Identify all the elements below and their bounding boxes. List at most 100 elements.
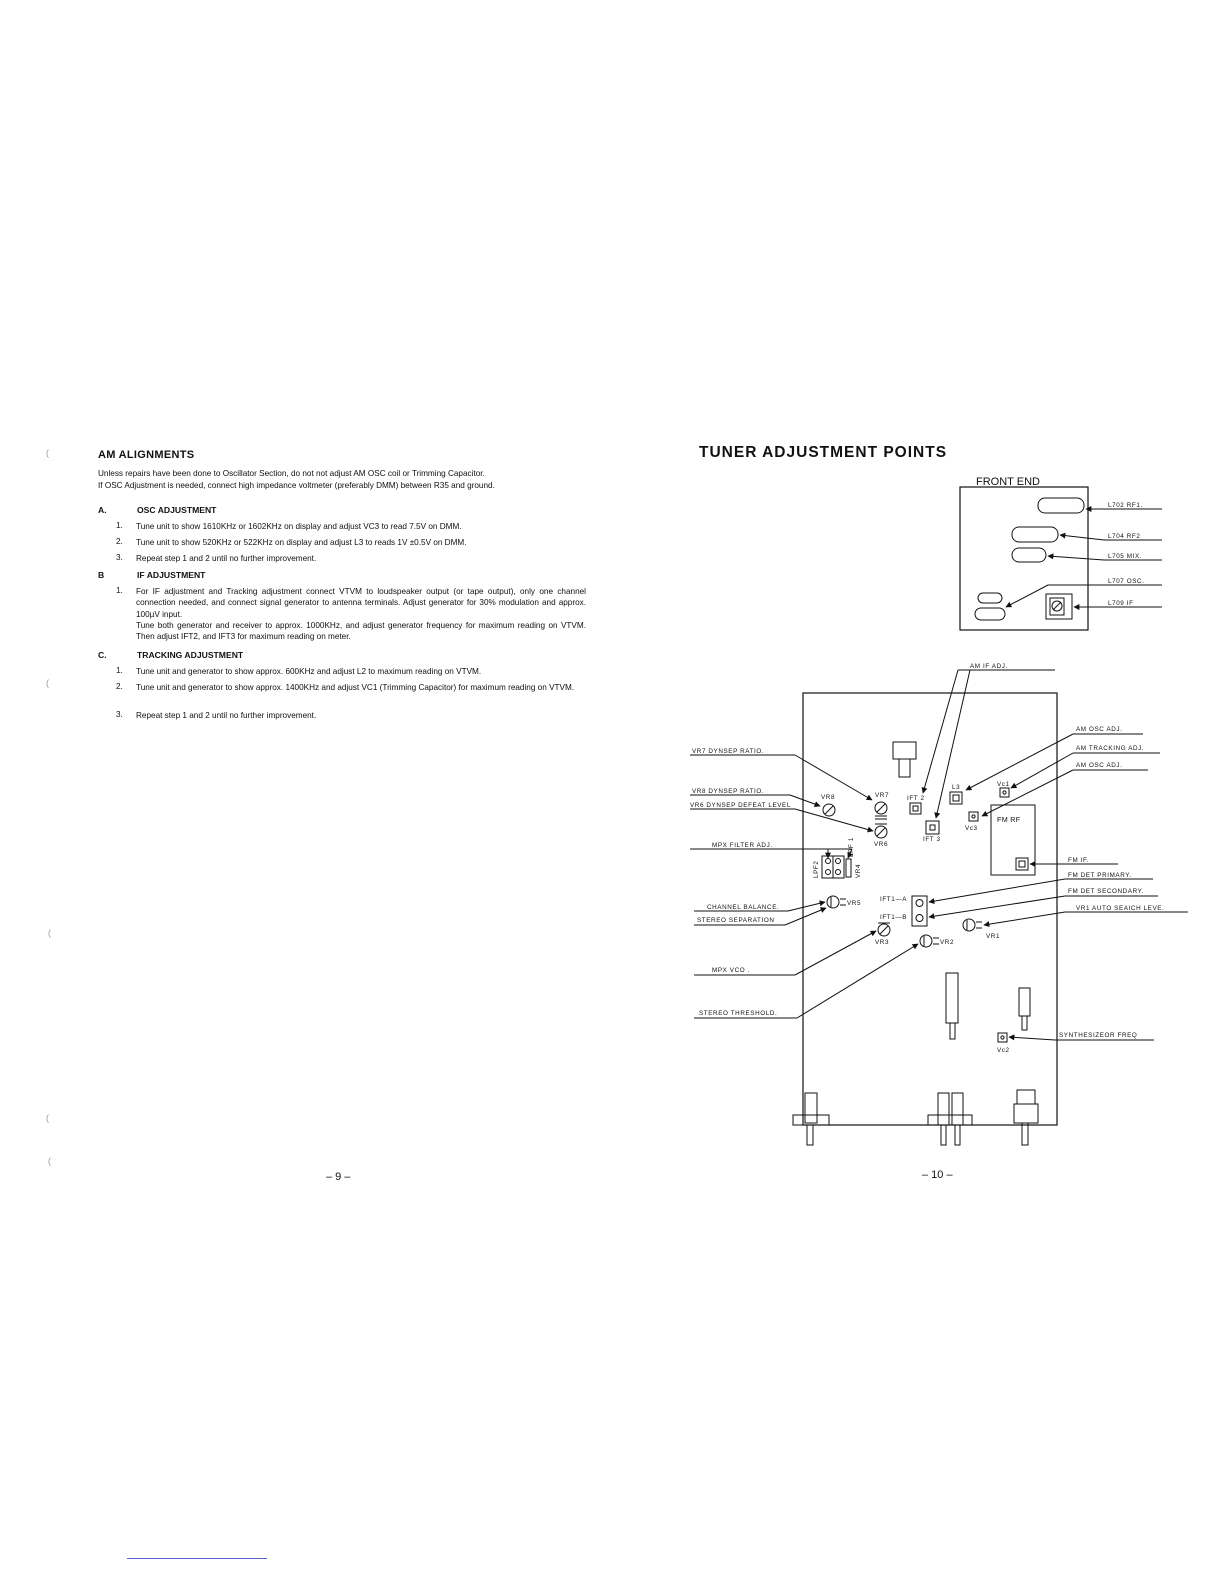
coil-l704 xyxy=(1011,526,1059,543)
step-number: 1. xyxy=(116,666,123,675)
comp-vr8: VR8 xyxy=(821,794,835,801)
label-am-if-adj: AM IF ADJ. xyxy=(970,663,1008,670)
coil-l702 xyxy=(1037,497,1085,514)
scan-artifact-line xyxy=(127,1558,267,1559)
front-end-title: FRONT END xyxy=(976,476,1040,488)
pcb-component xyxy=(1018,987,1031,1017)
comp-ift3: IFT 3 xyxy=(923,836,941,843)
step-text: Repeat step 1 and 2 until no further imp… xyxy=(136,711,317,720)
coil-l709-outer xyxy=(1045,593,1073,620)
comp-vr6: VR6 xyxy=(874,841,888,848)
coil-l705 xyxy=(1011,547,1047,563)
comp-vc3: Vc3 xyxy=(965,825,978,832)
label-vr8-dynsep: VR8 DYNSEP RATIO. xyxy=(692,788,764,795)
comp-ift2: IFT 2 xyxy=(907,795,925,802)
comp-lpf2: LPF2 xyxy=(813,861,820,878)
step-text: Tune unit to show 1610KHz or 1602KHz on … xyxy=(136,522,462,531)
step-text: Tune unit to show 520KHz or 522KHz on di… xyxy=(136,538,467,547)
label-l705: L705 MIX. xyxy=(1108,553,1142,560)
vc3-trimmer xyxy=(968,811,979,822)
section-a-title: OSC ADJUSTMENT xyxy=(137,505,217,515)
intro-line-2: If OSC Adjustment is needed, connect hig… xyxy=(98,480,495,490)
step-paragraph: For IF adjustment and Tracking adjustmen… xyxy=(136,587,586,619)
coil-l707-b xyxy=(974,607,1006,621)
comp-lpf1: LPF 1 xyxy=(848,837,855,857)
scan-mark: ( xyxy=(46,448,49,458)
label-channel-balance: CHANNEL BALANCE. xyxy=(707,904,779,911)
comp-vr7: VR7 xyxy=(875,792,889,799)
comp-vr5: VR5 xyxy=(847,900,861,907)
coil-l709-inner xyxy=(1049,597,1065,616)
comp-vr3: VR3 xyxy=(875,939,889,946)
vr4-trimmer xyxy=(845,858,852,878)
label-fm-if: FM IF. xyxy=(1068,857,1089,864)
intro-line-1: Unless repairs have been done to Oscilla… xyxy=(98,469,485,478)
bottom-connector xyxy=(1016,1089,1036,1105)
step-number: 1. xyxy=(116,521,123,530)
label-l702: L702 RF1. xyxy=(1108,502,1143,509)
intro-text: Unless repairs have been done to Oscilla… xyxy=(98,468,598,491)
step-text: Tune unit and generator to show approx. … xyxy=(136,683,575,692)
fm-if-coil xyxy=(1015,857,1029,871)
pcb-component xyxy=(945,972,959,1024)
vr7-trimmer-icon xyxy=(874,801,888,815)
step-number: 3. xyxy=(116,710,123,719)
label-vr1-auto-search: VR1 AUTO SEAICH LEVE. xyxy=(1076,905,1164,912)
label-fm-det-secondary: FM DET SECONDARY. xyxy=(1068,888,1144,895)
page-title-tuner-adjustment: TUNER ADJUSTMENT POINTS xyxy=(699,444,948,461)
label-stereo-separation: STEREO SEPARATION xyxy=(697,917,775,924)
bottom-connector xyxy=(937,1092,950,1126)
step-number: 2. xyxy=(116,537,123,546)
vr8-trimmer-icon xyxy=(822,803,836,817)
label-stereo-threshold: STEREO THRESHOLD. xyxy=(699,1010,777,1017)
vr3-trimmer-icon xyxy=(877,923,891,937)
scan-mark: ( xyxy=(46,1113,49,1123)
label-l709: L709 IF xyxy=(1108,600,1134,607)
section-c-letter: C. xyxy=(98,650,107,660)
vr1-trimmer-icon xyxy=(962,918,976,932)
comp-vc1: Vc1 xyxy=(997,781,1010,788)
comp-l3: L3 xyxy=(952,784,960,791)
comp-ift1a: IFT1—A xyxy=(880,896,907,903)
page-number-left: – 9 – xyxy=(326,1171,351,1183)
label-mpx-filter-adj: MPX FILTER ADJ. xyxy=(712,842,773,849)
comp-vr4: VR4 xyxy=(855,864,862,878)
section-a-letter: A. xyxy=(98,505,107,515)
ift2-coil xyxy=(909,802,922,815)
vr6-trimmer-icon xyxy=(874,825,888,839)
label-synthesizer-freq: SYNTHESIZEOR FREQ xyxy=(1059,1032,1137,1039)
step-paragraph: Tune both generator and receiver to appr… xyxy=(136,620,586,642)
bottom-connector xyxy=(804,1092,818,1124)
comp-ift1b: IFT1—B xyxy=(880,914,907,921)
scan-mark: ( xyxy=(48,928,51,938)
label-vr6-dynsep-defeat: VR6 DYNSEP DEFEAT LEVEL xyxy=(690,802,791,809)
section-c-title: TRACKING ADJUSTMENT xyxy=(137,650,244,660)
pcb-component xyxy=(892,741,917,760)
page-number-right: – 10 – xyxy=(922,1169,953,1181)
main-pcb xyxy=(792,692,1058,1146)
step-number: 3. xyxy=(116,553,123,562)
vc2-trimmer xyxy=(997,1032,1008,1043)
label-am-osc-adj-2: AM OSC ADJ. xyxy=(1076,762,1123,769)
ift1-coil xyxy=(911,895,928,927)
step-text: Tune unit and generator to show approx. … xyxy=(136,667,482,676)
comp-vr1: VR1 xyxy=(986,933,1000,940)
step-text: Repeat step 1 and 2 until no further imp… xyxy=(136,554,317,563)
step-number: 2. xyxy=(116,682,123,691)
comp-vc2: Vc2 xyxy=(997,1047,1010,1054)
label-fm-det-primary: FM DET PRIMARY. xyxy=(1068,872,1132,879)
label-l707: L707 OSC. xyxy=(1108,578,1145,585)
ift3-coil xyxy=(925,820,940,835)
vr5-trimmer-icon xyxy=(826,895,840,909)
label-vr7-dynsep: VR7 DYNSEP RATIO. xyxy=(692,748,764,755)
page-title-am-alignments: AM ALIGNMENTS xyxy=(98,449,195,461)
pcb-component xyxy=(898,758,911,778)
section-b-letter: B xyxy=(98,570,105,580)
label-am-tracking-adj: AM TRACKING ADJ. xyxy=(1076,745,1144,752)
label-mpx-vco: MPX VCO . xyxy=(712,967,750,974)
scan-mark: ( xyxy=(48,1156,51,1166)
step-number: 1. xyxy=(116,586,123,595)
comp-vr2: VR2 xyxy=(940,939,954,946)
fm-rf-module xyxy=(990,804,1036,876)
